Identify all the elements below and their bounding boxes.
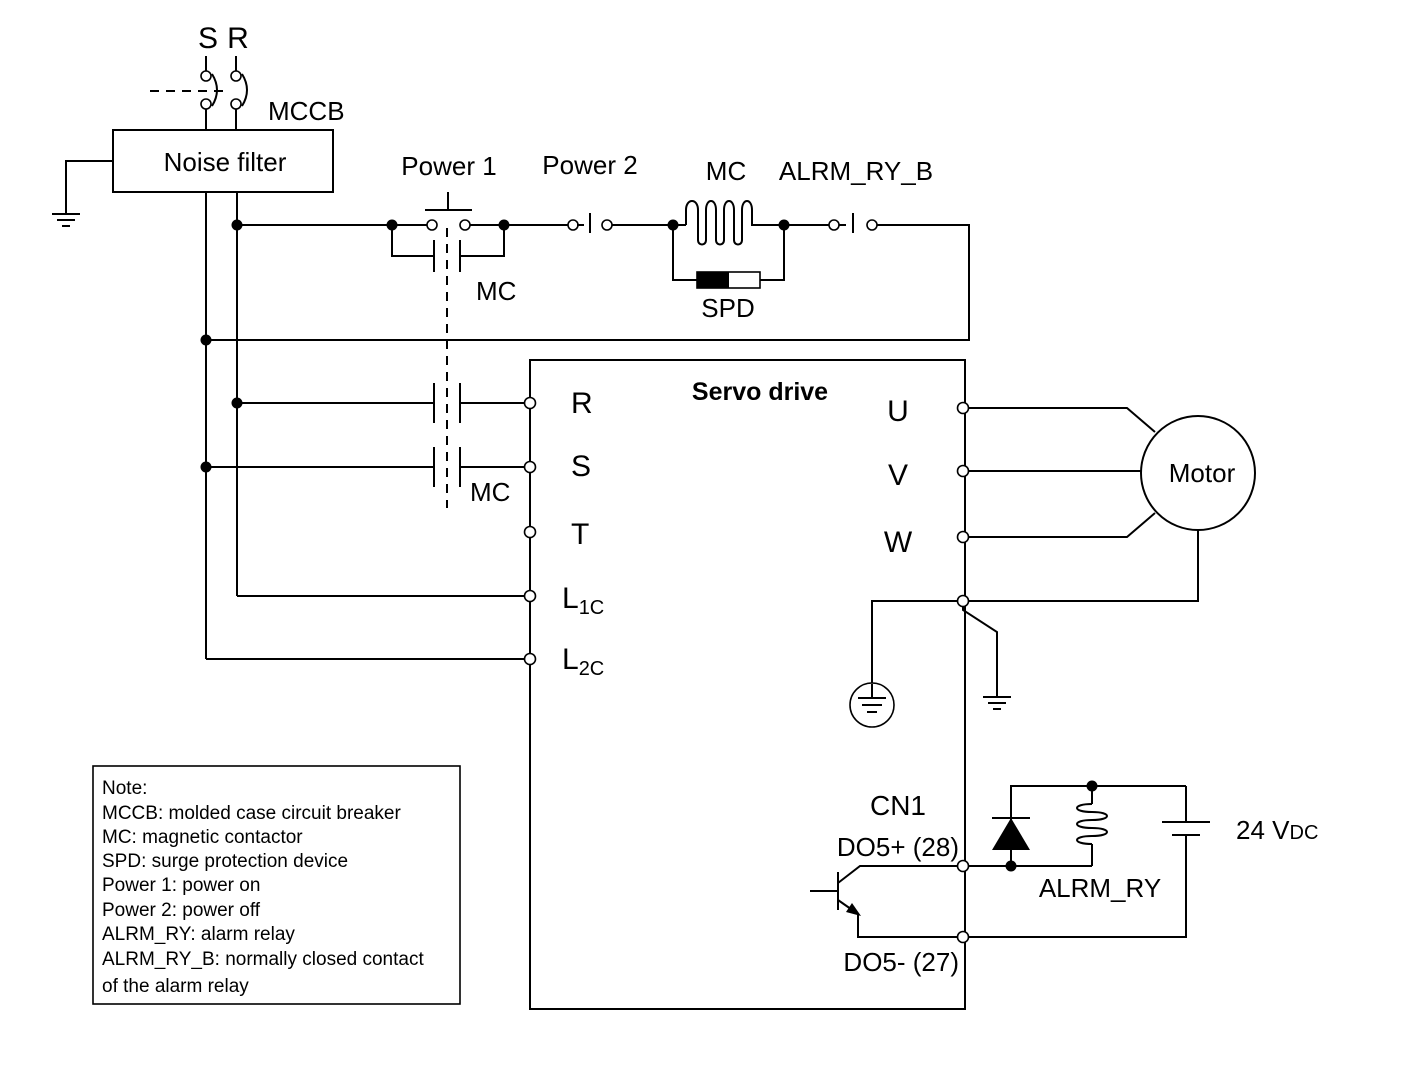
mc-aux-label: MC — [476, 276, 516, 306]
terminal-w — [956, 530, 970, 544]
note-line: Note: — [102, 778, 147, 799]
noise-filter: Noise filter — [52, 129, 334, 227]
relay-coil-icon — [1076, 803, 1108, 845]
phase-r-label: R — [227, 22, 249, 55]
servo-drive-title: Servo drive — [692, 378, 828, 406]
terminal-s — [523, 460, 537, 474]
alarm-contact-terminal-right — [866, 219, 878, 231]
mc-coil — [685, 200, 784, 246]
power2-terminal-right — [601, 219, 613, 231]
power1-terminal-left — [426, 219, 438, 231]
terminal-t — [523, 525, 537, 539]
terminal-l2c — [523, 652, 537, 666]
power2-terminal-left — [567, 219, 579, 231]
main-contactor: MC — [200, 383, 525, 660]
motor-label: Motor — [1169, 458, 1236, 488]
alarm-contact-label: ALRM_RY_B — [779, 156, 933, 186]
power1-label: Power 1 — [401, 151, 496, 181]
terminal-do5-minus — [956, 930, 970, 944]
cn1-label: CN1 — [870, 790, 926, 821]
alarm-relay-circuit: ALRM_RY 24 VDC — [968, 780, 1318, 938]
servo-drive: Servo drive R S T L1C L2C U V W CN1 DO5+… — [523, 359, 970, 1010]
power2-label: Power 2 — [542, 150, 637, 180]
power1-terminal-right — [459, 219, 471, 231]
terminal-r — [523, 396, 537, 410]
phase-s-label: S — [198, 22, 218, 55]
note-box: Note: MCCB: molded case circuit breaker … — [92, 765, 461, 1005]
control-circuit: Power 1 Power 2 MC ALRM_RY_B MC — [200, 150, 970, 346]
do5-plus-label: DO5+ (28) — [837, 832, 959, 862]
alarm-contact-terminal-left — [828, 219, 840, 231]
input-t-label: T — [571, 518, 589, 551]
output-transistor — [810, 865, 963, 938]
note-line: MCCB: molded case circuit breaker — [102, 803, 401, 824]
supply-label: 24 VDC — [1236, 815, 1318, 845]
ground-symbols — [849, 600, 1011, 728]
do5-minus-label: DO5- (27) — [843, 947, 959, 977]
terminal-do5-plus — [956, 859, 970, 873]
note-line: SPD: surge protection device — [102, 851, 348, 872]
note-line: ALRM_RY: alarm relay — [102, 924, 295, 945]
output-u-label: U — [887, 395, 909, 428]
servo-drive-box — [529, 359, 966, 1010]
relay-label: ALRM_RY — [1039, 873, 1161, 903]
terminal-ground — [956, 594, 970, 608]
terminal-u — [956, 401, 970, 415]
output-w-label: W — [884, 526, 913, 559]
main-contactor-label: MC — [470, 477, 510, 507]
input-r-label: R — [571, 387, 593, 420]
spd-label: SPD — [701, 293, 754, 323]
output-v-label: V — [888, 459, 908, 492]
input-l1c-label: L1C — [562, 582, 604, 619]
noise-filter-label: Noise filter — [164, 147, 287, 177]
input-s-label: S — [571, 450, 591, 483]
note-line: of the alarm relay — [102, 976, 249, 997]
note-line: Power 1: power on — [102, 875, 260, 896]
note-line: ALRM_RY_B: normally closed contact — [102, 949, 424, 970]
input-l2c-label: L2C — [562, 643, 604, 680]
note-line: MC: magnetic contactor — [102, 827, 303, 848]
note-line: Power 2: power off — [102, 900, 261, 921]
terminal-l1c — [523, 589, 537, 603]
mccb-breaker: S R MCCB — [150, 22, 345, 130]
terminal-v — [956, 464, 970, 478]
mc-coil-label: MC — [706, 156, 746, 186]
flyback-diode-icon — [992, 818, 1030, 850]
motor: Motor — [968, 407, 1256, 602]
mccb-label: MCCB — [268, 96, 345, 126]
